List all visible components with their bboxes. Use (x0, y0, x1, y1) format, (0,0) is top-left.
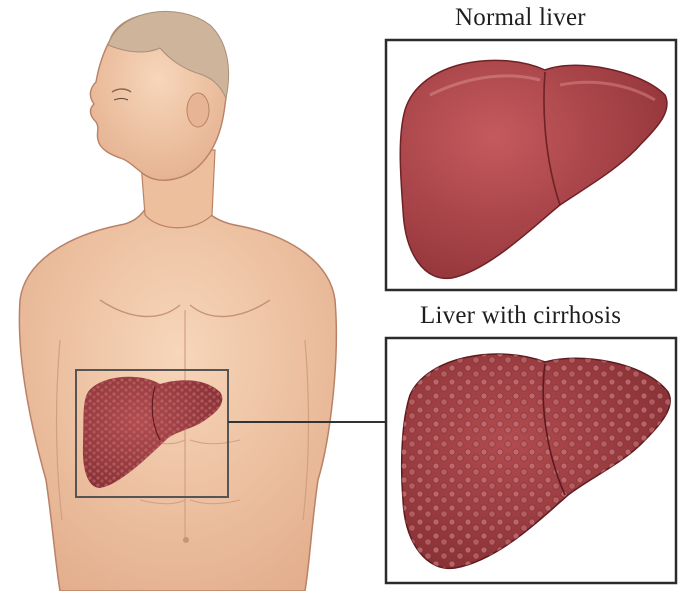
ear (187, 93, 209, 127)
cirrhosis-liver-label: Liver with cirrhosis (420, 302, 621, 330)
normal-liver-panel (386, 40, 676, 290)
normal-liver-label: Normal liver (455, 4, 586, 32)
cirrhotic-liver-panel (386, 338, 676, 583)
human-figure (19, 11, 336, 591)
